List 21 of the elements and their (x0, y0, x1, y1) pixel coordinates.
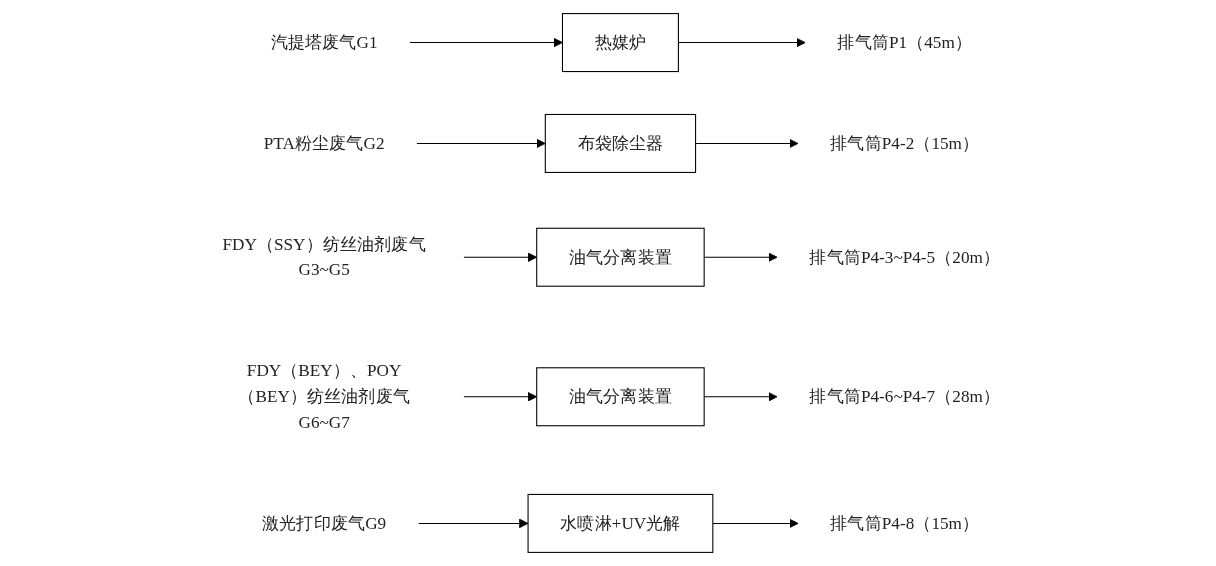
node-text: 排气筒P4-6~P4-7（28m） (809, 387, 1000, 406)
arrow (703, 392, 778, 402)
node-box: 布袋除尘器 (544, 113, 696, 173)
node-text: 排气筒P4-8（15m） (829, 513, 979, 532)
node-box: 油气分离装置 (535, 367, 705, 427)
node-text: FDY（BEY）、POY（BEY）纺丝油剂废气G6~G7 (237, 361, 410, 432)
arrow (462, 252, 537, 262)
node-text: 排气筒P4-3~P4-5（20m） (809, 247, 1000, 266)
node-text: PTA粉尘废气G2 (263, 133, 385, 153)
arrow (462, 392, 537, 402)
node-text: FDY（SSY）纺丝油剂废气G3~G5 (222, 234, 426, 279)
node-text: 激光打印废气G9 (261, 513, 386, 532)
node-box: 热媒炉 (561, 13, 679, 73)
node-text: 排气筒P1（45m） (837, 32, 972, 52)
node-text: 汽提塔废气G1 (270, 32, 378, 52)
arrow (677, 37, 806, 48)
node-box: 水喷淋+UV光解 (527, 493, 713, 553)
arrow (703, 252, 778, 262)
arrow (408, 37, 563, 48)
node-text: 排气筒P4-2（15m） (829, 133, 979, 153)
node-box: 油气分离装置 (535, 227, 705, 287)
